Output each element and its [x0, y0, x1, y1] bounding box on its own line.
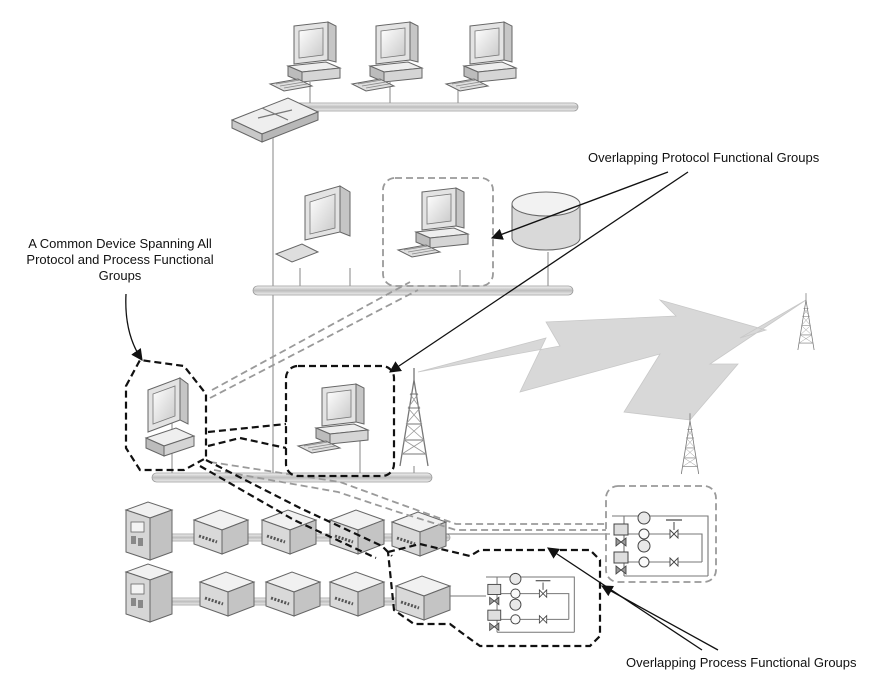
black-link-4	[199, 465, 377, 559]
network-switch	[230, 97, 320, 143]
gray-group-lower-link	[209, 461, 606, 531]
protocol-groups-label: Overlapping Protocol Functional Groups	[588, 150, 820, 165]
tower-right	[680, 412, 700, 475]
arrow-common-device	[125, 293, 143, 361]
database-server	[511, 191, 581, 251]
middle-tier	[252, 177, 581, 296]
workstation-top-2	[351, 21, 423, 92]
controller-row2-1	[198, 570, 256, 618]
wireless-links	[399, 292, 815, 475]
monitor-mid	[274, 185, 351, 263]
middle-bus	[252, 285, 574, 296]
controller-row2-3	[328, 570, 386, 618]
controller-row2-4	[394, 574, 452, 622]
process-loop-right	[611, 511, 709, 577]
process-loop-center	[485, 572, 575, 633]
common-device-label: A Common Device Spanning All Protocol an…	[26, 236, 214, 283]
controller-row1-3	[328, 508, 386, 556]
arrow-protocol-mid	[490, 171, 669, 240]
black-group-outlines	[124, 358, 602, 648]
black-link-2	[207, 436, 287, 450]
workstation-lower	[297, 383, 369, 454]
black-link-3	[205, 459, 393, 557]
process-group-right	[605, 485, 717, 583]
gray-group-outlines	[209, 281, 717, 583]
controller-row1-1	[192, 508, 250, 556]
workstation-top-3	[445, 21, 517, 92]
field-rows	[125, 501, 610, 623]
cabinet-row2	[125, 563, 173, 623]
process-groups-label: Overlapping Process Functional Groups	[626, 655, 857, 670]
gray-link-mid-1	[211, 281, 411, 391]
gray-link-mid-2	[209, 289, 419, 399]
workstation-top-1	[269, 21, 341, 92]
common-device	[144, 377, 196, 457]
controller-row2-2	[264, 570, 322, 618]
cabinet-row1	[125, 501, 173, 561]
process-group-center	[386, 542, 602, 648]
black-link-1	[207, 422, 287, 434]
common-device-group	[124, 358, 208, 472]
top-bus	[287, 102, 579, 112]
arrow-protocol-lower	[389, 171, 689, 373]
top-tier	[230, 21, 579, 143]
protocol-group-lower	[284, 364, 396, 478]
tower-far	[797, 292, 815, 351]
tower-left	[399, 367, 429, 467]
workstation-mid	[397, 187, 469, 258]
callout-arrows	[125, 171, 719, 651]
lower-tier	[144, 377, 433, 483]
arrow-process-center	[547, 547, 703, 651]
